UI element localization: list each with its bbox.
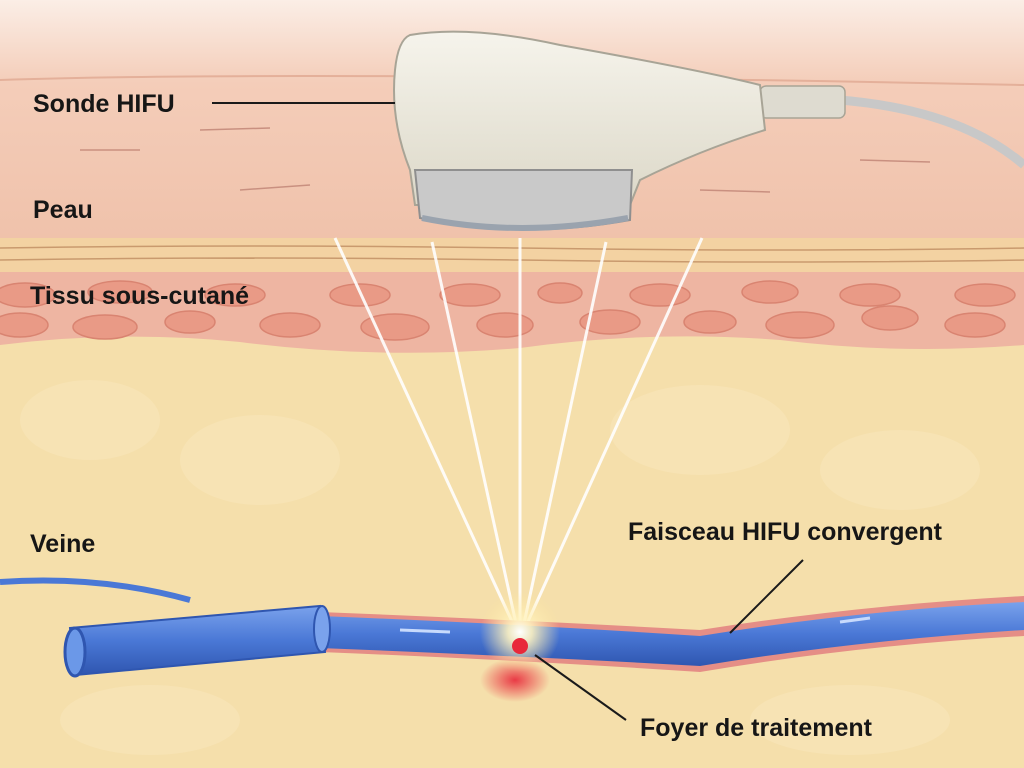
- vein-joint: [313, 605, 331, 653]
- hifu-probe: [393, 30, 1024, 231]
- probe-connector: [759, 85, 846, 119]
- cells: [0, 280, 1016, 341]
- vein-opening: [63, 626, 87, 678]
- label-subcutaneous: Tissu sous-cutané: [30, 282, 249, 310]
- label-vein: Veine: [30, 530, 95, 558]
- label-probe: Sonde HIFU: [33, 90, 175, 118]
- label-focus: Foyer de traitement: [640, 714, 873, 742]
- label-beam: Faisceau HIFU convergent: [628, 518, 943, 546]
- skin-creases: [80, 127, 931, 193]
- probe-transducer: [421, 215, 629, 231]
- vein-branch: [0, 577, 191, 603]
- treatment-focus: [512, 638, 528, 654]
- probe-body: [393, 30, 767, 206]
- focus-leader-line: [534, 654, 627, 721]
- focus-glow: [480, 592, 560, 672]
- beam-leader-line: [729, 559, 804, 634]
- vein-highlight: [399, 616, 871, 634]
- dermis-layer: [0, 236, 1024, 272]
- label-skin: Peau: [33, 196, 93, 224]
- probe-cable: [839, 95, 1024, 169]
- hifu-beams: [333, 237, 704, 629]
- fat-lobules: [20, 380, 980, 755]
